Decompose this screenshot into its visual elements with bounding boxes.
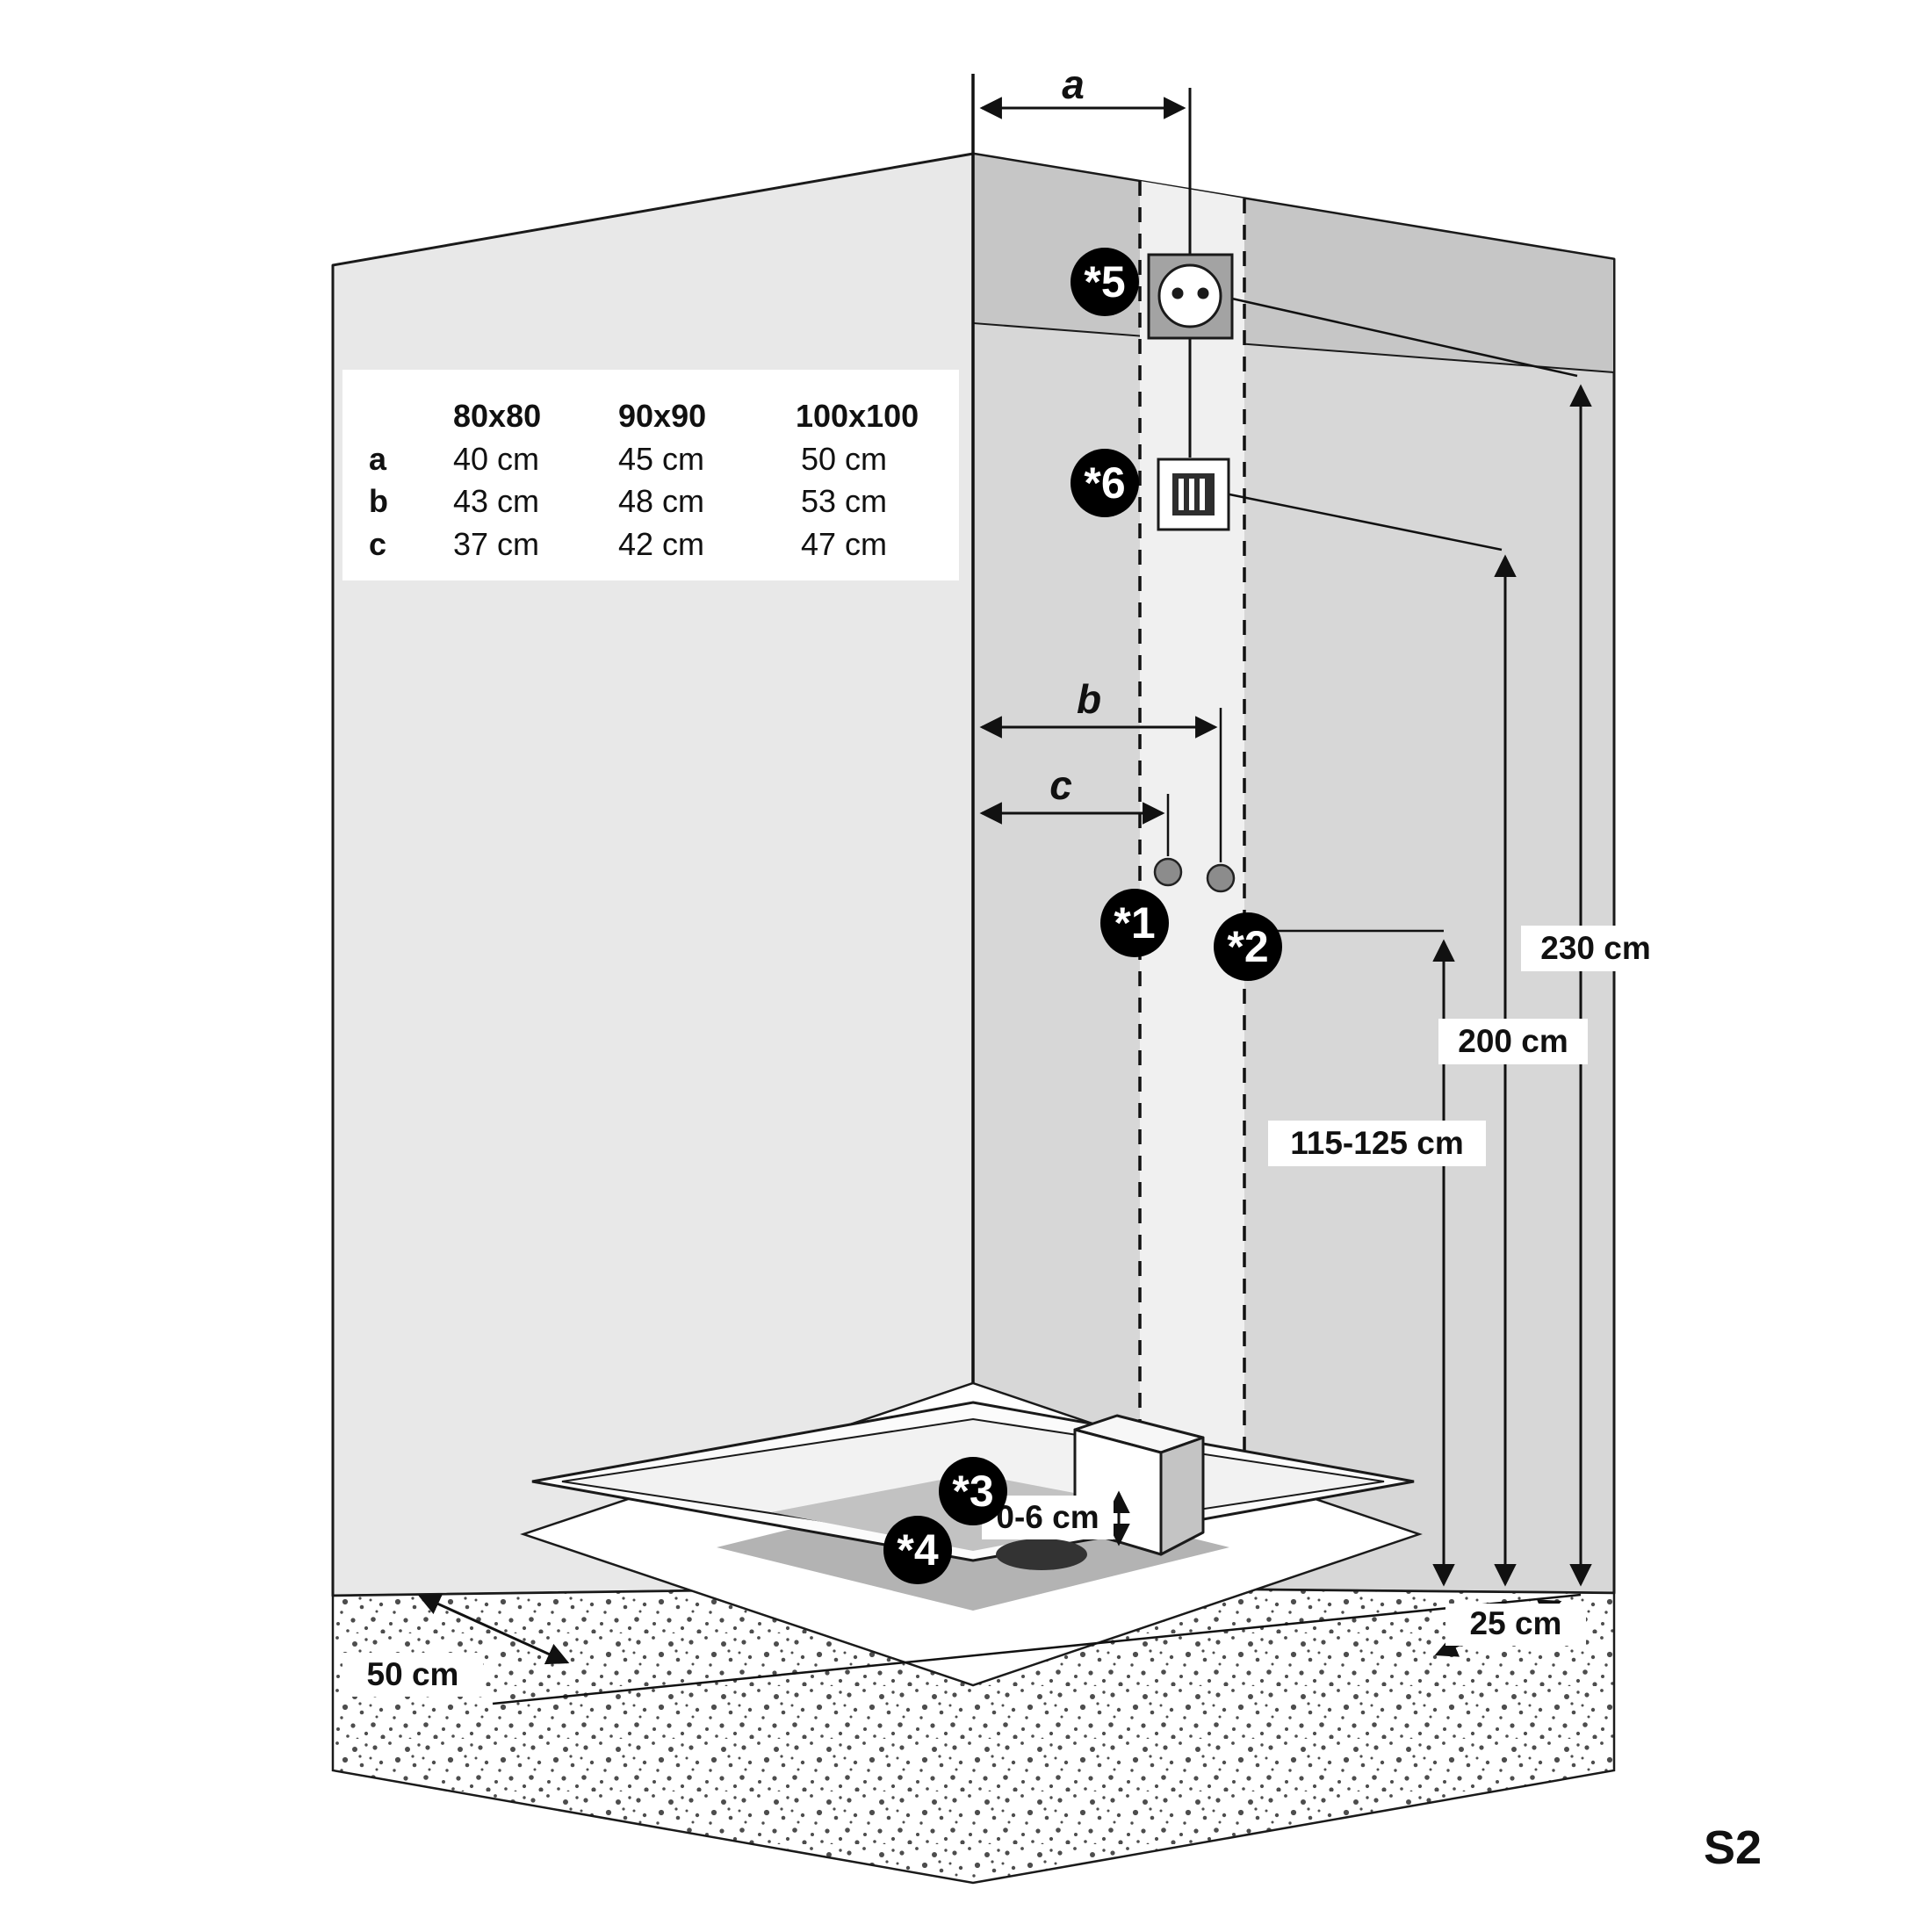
size-table-background <box>342 370 959 580</box>
callout-4: *4 <box>883 1516 952 1584</box>
label-mask <box>1268 1121 1486 1166</box>
callout-3: *3 <box>939 1457 1007 1525</box>
table-cell: 45 cm <box>618 441 704 477</box>
callout-5: *5 <box>1071 248 1139 316</box>
dim-label-230cm: 230 cm <box>1540 930 1651 966</box>
walls <box>331 74 1616 1597</box>
table-cell: 48 cm <box>618 483 704 519</box>
floor-measure-line <box>492 1593 1582 1705</box>
size-table: 80x80 90x90 100x100 a 40 cm 45 cm 50 cm … <box>342 370 959 580</box>
callout-4-label: *4 <box>897 1525 938 1575</box>
water-connections <box>1153 857 1236 893</box>
callout-1-label: *1 <box>1114 898 1155 948</box>
table-row-label: c <box>369 526 386 562</box>
table-row-label: b <box>369 483 388 519</box>
dim-label-50cm: 50 cm <box>367 1656 459 1692</box>
power-socket-icon <box>1147 253 1234 340</box>
dim-label-0-6cm: 0-6 cm <box>996 1499 1099 1535</box>
callout-1: *1 <box>1100 889 1169 957</box>
table-col-header: 80x80 <box>453 398 541 434</box>
callout-markers: *5 *6 *1 *2 *3 *4 <box>883 248 1282 1584</box>
dim-label-115-125cm: 115-125 cm <box>1290 1125 1464 1161</box>
table-cell: 43 cm <box>453 483 539 519</box>
callout-2: *2 <box>1214 912 1282 981</box>
dim-label-200cm: 200 cm <box>1458 1023 1568 1059</box>
table-cell: 50 cm <box>801 441 887 477</box>
table-cell: 37 cm <box>453 526 539 562</box>
callout-6-label: *6 <box>1084 458 1125 508</box>
table-cell: 53 cm <box>801 483 887 519</box>
vent-grille-icon <box>1157 458 1230 531</box>
water-connection-2 <box>1206 863 1236 893</box>
callout-6: *6 <box>1071 449 1139 517</box>
label-mask <box>1438 1019 1588 1064</box>
label-mask <box>1521 926 1670 971</box>
dim-line-50 <box>417 1593 570 1665</box>
label-mask <box>1445 1604 1586 1646</box>
callout-3-label: *3 <box>952 1467 993 1516</box>
sheet-code: S2 <box>1704 1821 1762 1874</box>
connection-box-side <box>1159 1436 1205 1556</box>
label-mask <box>342 1653 483 1697</box>
table-row-label: a <box>369 441 387 477</box>
vent-height-leader <box>1229 493 1503 551</box>
dim-label-c: c <box>1049 762 1072 808</box>
dim-label-25cm: 25 cm <box>1470 1605 1562 1641</box>
table-col-header: 100x100 <box>796 398 919 434</box>
reference-lines <box>1166 88 1578 933</box>
callout-5-label: *5 <box>1084 257 1125 306</box>
table-col-header: 90x90 <box>618 398 706 434</box>
water-connection-1 <box>1153 857 1183 887</box>
installation-strip <box>1140 181 1244 1451</box>
dim-label-b: b <box>1077 676 1101 722</box>
drain-siphon <box>996 1539 1087 1570</box>
right-wall <box>971 152 1616 1595</box>
table-cell: 47 cm <box>801 526 887 562</box>
socket-height-leader <box>1231 297 1578 378</box>
dim-label-a: a <box>1062 61 1085 107</box>
dimension-labels: a b c 230 cm 200 cm 115-125 cm 0-6 cm 50… <box>342 61 1670 1697</box>
table-cell: 40 cm <box>453 441 539 477</box>
callout-2-label: *2 <box>1227 922 1268 971</box>
table-cell: 42 cm <box>618 526 704 562</box>
